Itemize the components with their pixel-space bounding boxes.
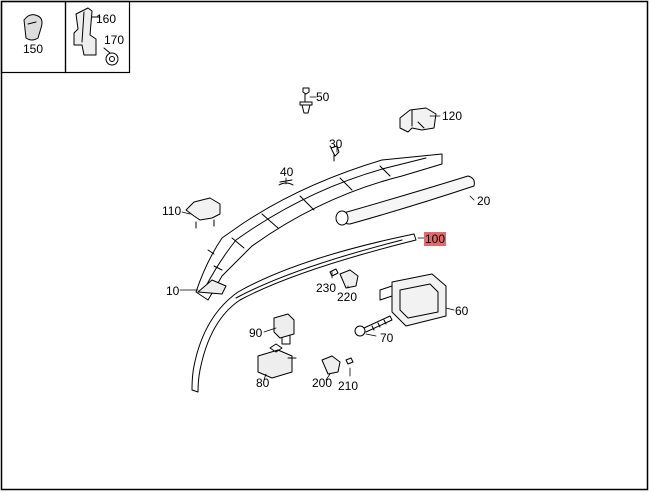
- part-170-nut: [103, 47, 119, 66]
- inset-box-160-170: [64, 0, 131, 74]
- label-10: 10: [166, 284, 180, 298]
- part-10-trim-panel: [195, 153, 443, 301]
- label-70: 70: [380, 331, 394, 345]
- part-110-bracket: [185, 197, 221, 229]
- label-210: 210: [338, 379, 359, 393]
- part-20-duct: [335, 175, 475, 226]
- label-50: 50: [316, 90, 330, 104]
- part-230-screw: [329, 268, 339, 277]
- label-90: 90: [249, 326, 263, 340]
- part-220-clip: [339, 269, 359, 289]
- label-100: 100: [424, 232, 447, 246]
- part-100-trim-strip: [191, 233, 417, 393]
- part-80-sensor: [257, 343, 297, 379]
- label-80: 80: [256, 376, 270, 390]
- part-50-clip: [299, 87, 313, 114]
- label-120: 120: [442, 109, 463, 123]
- part-60-module: [379, 273, 447, 327]
- part-70-bolt: [354, 315, 393, 337]
- label-60: 60: [455, 304, 469, 318]
- label-40: 40: [280, 165, 294, 179]
- label-170: 170: [104, 33, 125, 47]
- label-20: 20: [477, 194, 491, 208]
- label-110: 110: [162, 204, 182, 218]
- label-30: 30: [329, 137, 343, 151]
- part-200-clip: [321, 355, 341, 375]
- label-230: 230: [316, 281, 337, 295]
- part-120-bracket: [399, 107, 437, 133]
- part-210-screw: [345, 357, 354, 365]
- part-160-bracket: [73, 7, 101, 56]
- part-150-clip: [23, 14, 43, 41]
- leader-lines: [179, 96, 475, 381]
- label-220: 220: [337, 290, 358, 304]
- label-150: 150: [23, 42, 44, 56]
- label-160: 160: [96, 12, 117, 26]
- part-90-sensor: [273, 313, 295, 345]
- label-200: 200: [312, 376, 333, 390]
- part-30-clip: [330, 145, 340, 162]
